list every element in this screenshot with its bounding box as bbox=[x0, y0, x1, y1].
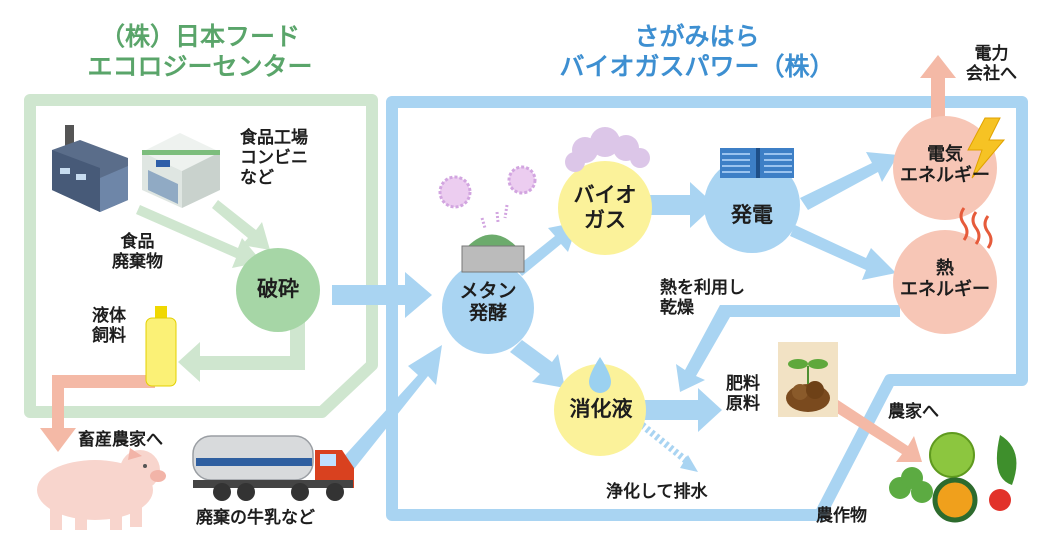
green-frame bbox=[24, 94, 378, 418]
fertilizer-label: 肥料 原料 bbox=[726, 374, 760, 414]
power-company-label: 電力 会社へ bbox=[966, 44, 1017, 84]
blue-frame bbox=[386, 96, 1028, 521]
heat-energy-label-line2: エネルギー bbox=[900, 279, 990, 301]
power-company-label-line1: 電力 bbox=[974, 44, 1009, 64]
biogas-label-line1: バイオ bbox=[573, 183, 637, 207]
crops-label: 農作物 bbox=[816, 506, 867, 526]
biogas-label-line2: ガス bbox=[584, 207, 626, 232]
left-org-title-line1: （株）日本フード bbox=[99, 22, 300, 51]
to-farmers-arrow bbox=[832, 400, 922, 462]
biogas-label: バイオ ガス bbox=[558, 183, 652, 233]
digest-node bbox=[554, 364, 646, 456]
water-drop-icon bbox=[589, 357, 611, 393]
methane-label-line1: メタン bbox=[459, 280, 517, 302]
right-org-title-line2: バイオガスパワー（株） bbox=[559, 51, 835, 81]
methane-node bbox=[442, 262, 534, 354]
fermentation-tank-icon bbox=[461, 234, 525, 273]
electric-energy-label-line1: 電気 bbox=[927, 144, 963, 165]
to-power-company-arrow bbox=[920, 55, 956, 123]
feed-to-livestock-arrow bbox=[40, 375, 155, 452]
power-gen-label: 発電 bbox=[731, 203, 773, 227]
methane-label-line2: 発酵 bbox=[468, 302, 507, 325]
electric-energy-label-line2: エネルギー bbox=[900, 165, 990, 187]
right-org-title: さがみはら バイオガスパワー（株） bbox=[512, 22, 882, 81]
factory-icon bbox=[52, 125, 128, 212]
heat-energy-label: 熱 エネルギー bbox=[893, 258, 997, 300]
heat-energy-label-line1: 熱 bbox=[936, 258, 954, 279]
food-waste-label-line2: 廃棄物 bbox=[112, 252, 163, 273]
fertilizer-label-line2: 原料 bbox=[726, 394, 760, 415]
electric-node bbox=[893, 116, 997, 220]
convenience-store-icon bbox=[142, 133, 220, 208]
left-org-title: （株）日本フード エコロジーセンター bbox=[70, 22, 330, 81]
digest-label: 消化液 bbox=[569, 397, 633, 421]
liquid-feed-label: 液体 飼料 bbox=[92, 306, 126, 346]
fertilizer-bag-icon bbox=[778, 342, 838, 417]
livestock-label: 畜産農家へ bbox=[78, 430, 163, 450]
liquid-feed-label-line2: 飼料 bbox=[92, 326, 126, 347]
food-waste-label: 食品 廃棄物 bbox=[112, 232, 163, 272]
factory-label-line1: 食品工場 bbox=[240, 128, 308, 148]
left-org-title-line2: エコロジーセンター bbox=[87, 51, 313, 81]
crush-label: 破砕 bbox=[257, 277, 299, 301]
crops-icon bbox=[889, 432, 1017, 523]
heat-use-label-line2: 乾燥 bbox=[660, 298, 694, 319]
food-waste-label-line1: 食品 bbox=[120, 232, 155, 252]
heat-use-label-line1: 熱を利用し bbox=[660, 278, 745, 298]
blue-arrows bbox=[332, 152, 900, 474]
liquid-feed-bottle-icon bbox=[145, 306, 177, 387]
factory-label-line2: コンビニ bbox=[240, 148, 308, 169]
generator-icon bbox=[720, 148, 794, 178]
liquid-feed-label-line1: 液体 bbox=[92, 306, 126, 326]
heat-waves-icon bbox=[959, 207, 993, 249]
pig-icon bbox=[37, 448, 166, 530]
drain-arrow bbox=[639, 422, 691, 465]
tanker-truck-icon bbox=[192, 435, 354, 501]
power-company-label-line2: 会社へ bbox=[966, 64, 1017, 85]
crush-node bbox=[236, 248, 320, 332]
green-arrows bbox=[136, 200, 305, 382]
factory-label-line3: など bbox=[240, 168, 274, 189]
biogas-node bbox=[558, 161, 652, 255]
farmers-label: 農家へ bbox=[888, 402, 939, 422]
electric-energy-label: 電気 エネルギー bbox=[893, 144, 997, 186]
lightning-icon bbox=[967, 117, 1006, 179]
drain-label: 浄化して排水 bbox=[606, 482, 708, 502]
heat-use-label: 熱を利用し 乾燥 bbox=[660, 278, 745, 318]
heat-node bbox=[893, 230, 997, 334]
microbe-icon bbox=[438, 165, 537, 229]
right-org-title-line1: さがみはら bbox=[634, 22, 760, 51]
factory-label: 食品工場 コンビニ など bbox=[240, 128, 308, 188]
milk-label: 廃棄の牛乳など bbox=[196, 508, 315, 528]
power-gen-node bbox=[704, 157, 800, 253]
fertilizer-label-line1: 肥料 bbox=[726, 374, 760, 394]
methane-label: メタン 発酵 bbox=[442, 280, 534, 325]
gas-cloud-icon bbox=[565, 127, 650, 172]
